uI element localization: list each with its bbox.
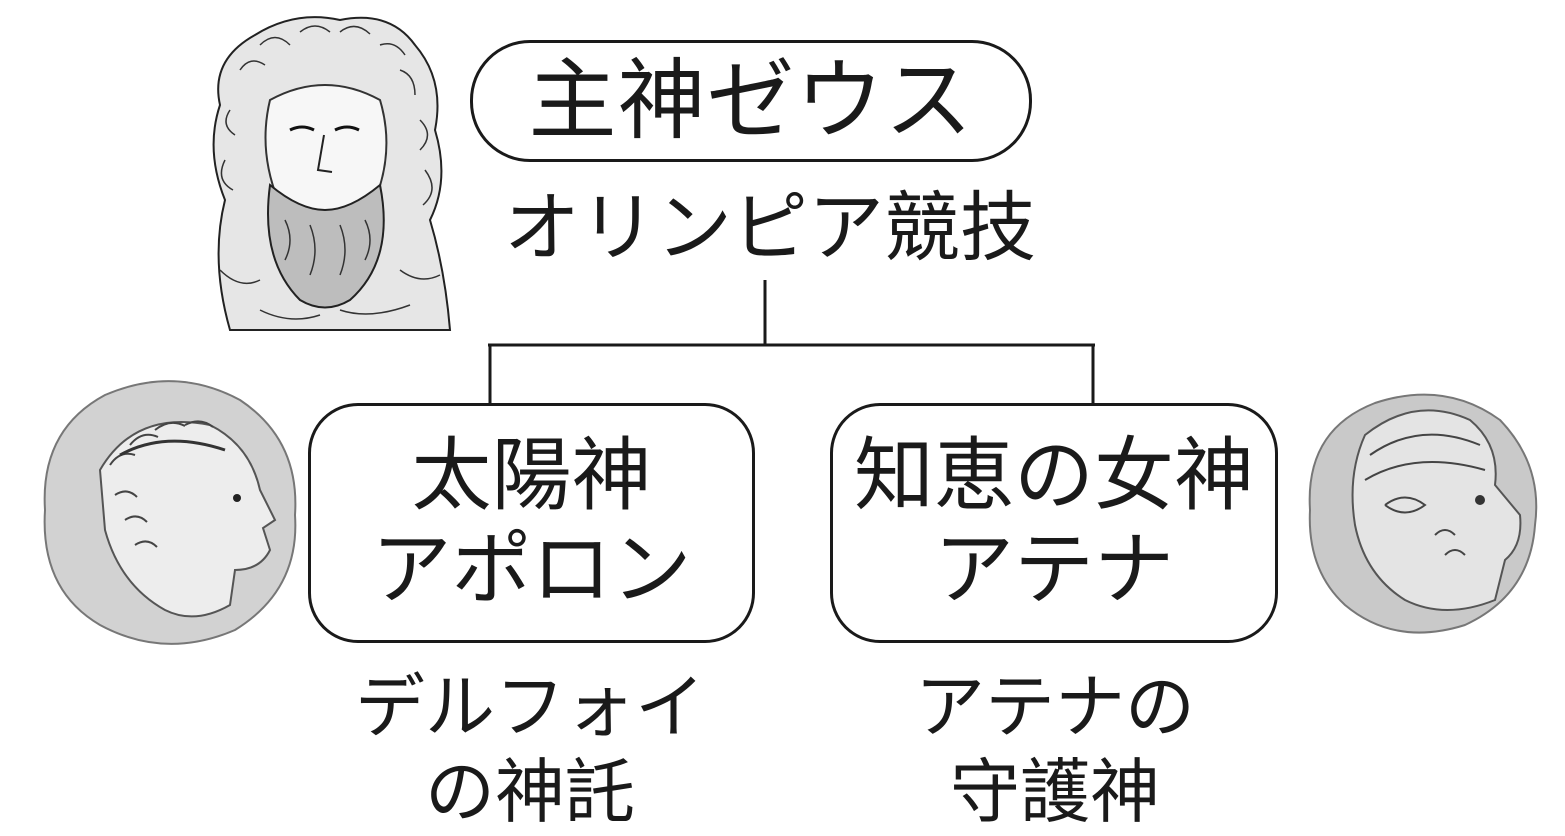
athena-caption: アテナの 守護神 [830, 665, 1280, 836]
zeus-title: 主神ゼウス [528, 49, 974, 152]
zeus-node: 主神ゼウス [470, 40, 1032, 162]
apollo-coin-image [43, 380, 297, 645]
athena-node: 知恵の女神 アテナ [830, 403, 1278, 643]
apollo-title-line2: アポロン [371, 523, 692, 616]
apollo-caption-line1: デルフォイ [355, 666, 705, 748]
apollo-node: 太陽神 アポロン [308, 403, 755, 643]
athena-coin-image [1308, 393, 1538, 634]
zeus-caption: オリンピア競技 [504, 183, 1036, 272]
athena-caption-line1: アテナの [915, 666, 1195, 748]
athena-title-line2: アテナ [934, 523, 1174, 616]
athena-caption-line2: 守護神 [950, 751, 1160, 834]
zeus-portrait-image [212, 16, 452, 331]
apollo-caption-line2: の神託 [425, 751, 635, 834]
athena-title-line1: 知恵の女神 [854, 428, 1254, 522]
apollo-caption: デルフォイ の神託 [290, 665, 770, 836]
apollo-title-line1: 太陽神 [411, 428, 652, 522]
